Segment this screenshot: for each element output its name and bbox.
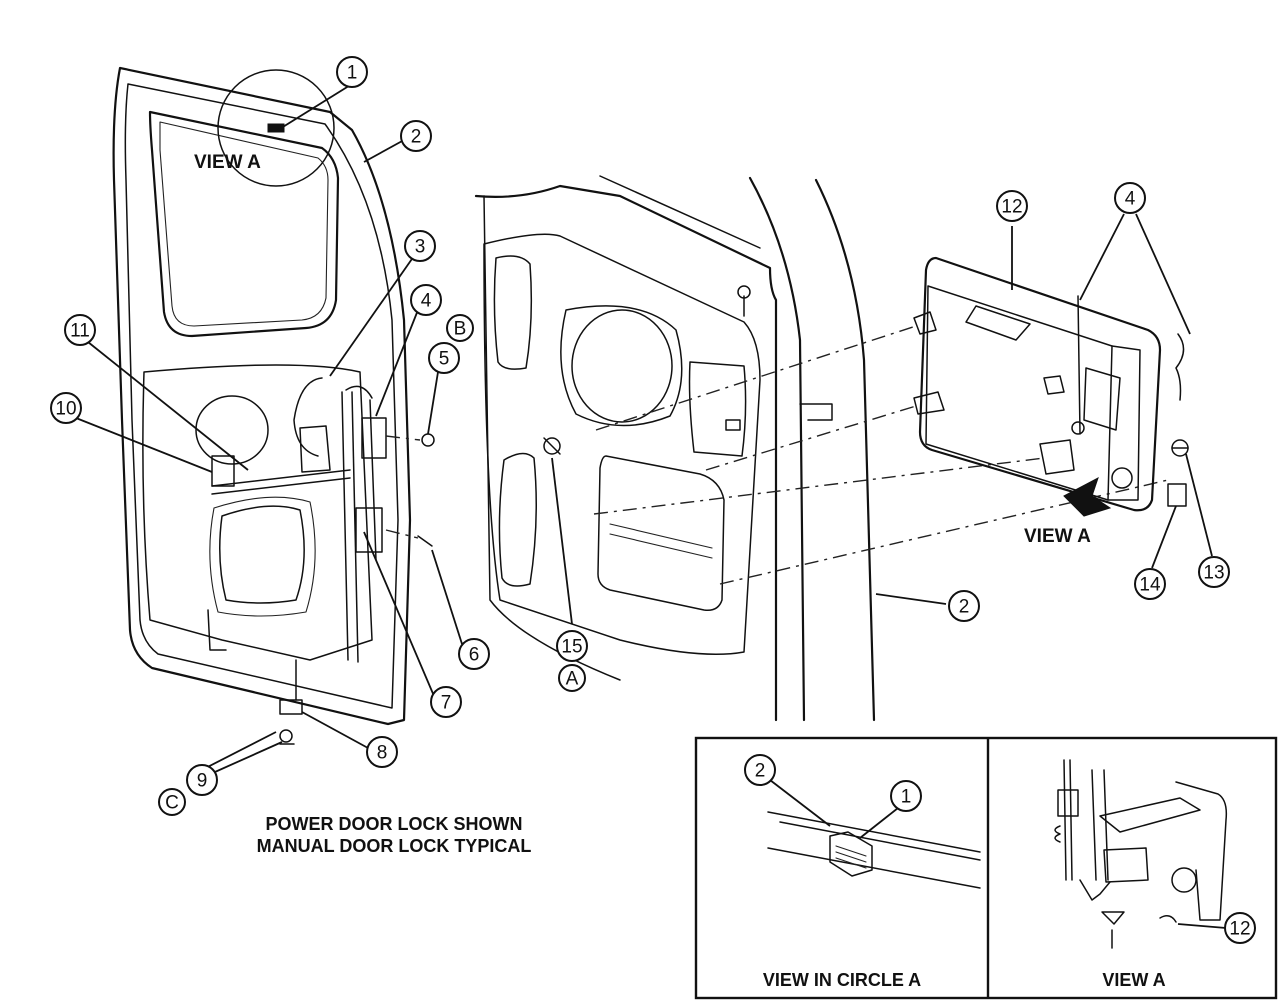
callout-15: 15 [556,630,588,662]
svg-text:8: 8 [377,743,388,764]
svg-text:15: 15 [561,637,582,658]
svg-text:1: 1 [347,63,358,84]
callout-13: 13 [1198,556,1230,588]
callout-4-right: 4 [1114,182,1146,214]
callout-6: 6 [458,638,490,670]
inset-left-title: VIEW IN CIRCLE A [763,970,921,990]
inset-callout-2: 2 [744,754,776,786]
svg-text:6: 6 [469,645,480,666]
callout-1: 1 [336,56,368,88]
callout-c: C [158,788,186,816]
svg-text:7: 7 [441,693,452,714]
svg-text:13: 13 [1203,563,1224,584]
svg-text:B: B [454,319,467,340]
inset-view-a: 12 VIEW A [1054,759,1256,990]
callout-7: 7 [430,686,462,718]
view-a-circle-label: VIEW A [194,152,261,173]
latch-assembly: VIEW A [913,256,1189,547]
inset-panels: 2 1 VIEW IN CIRCLE A 12 VIEW A [694,736,1278,1000]
callout-9: 9 [186,764,218,796]
callout-12: 12 [996,190,1028,222]
svg-text:2: 2 [411,127,422,148]
leader-lines [75,83,1213,777]
svg-text:4: 4 [1125,189,1136,210]
callout-2-left: 2 [400,120,432,152]
inset-view-in-circle-a: 2 1 VIEW IN CIRCLE A [744,754,981,990]
callout-2-middle: 2 [948,590,980,622]
svg-text:4: 4 [421,291,432,312]
view-a-arrow-label: VIEW A [1024,526,1091,547]
callout-10: 10 [50,392,82,424]
svg-text:2: 2 [959,597,970,618]
svg-text:5: 5 [439,349,450,370]
inset-callout-12: 12 [1224,912,1256,944]
svg-text:3: 3 [415,237,426,258]
callout-a: A [558,664,586,692]
svg-text:1: 1 [901,787,912,808]
svg-text:12: 12 [1229,919,1250,940]
callout-14: 14 [1134,568,1166,600]
svg-text:14: 14 [1139,575,1161,596]
caption-line-1: POWER DOOR LOCK SHOWN [266,814,523,834]
svg-text:9: 9 [197,771,208,792]
callout-5: 5 [428,342,460,374]
callout-4-left: 4 [410,284,442,316]
svg-text:12: 12 [1001,197,1022,218]
svg-text:A: A [566,669,579,690]
inset-right-title: VIEW A [1102,970,1165,990]
callout-b: B [446,314,474,342]
callout-8: 8 [366,736,398,768]
door-frame-assembly [474,175,1169,722]
callout-3: 3 [404,230,436,262]
inset-callout-1: 1 [890,780,922,812]
svg-text:C: C [165,793,179,814]
caption-line-2: MANUAL DOOR LOCK TYPICAL [257,836,532,856]
svg-text:2: 2 [755,761,766,782]
svg-text:10: 10 [55,399,76,420]
rear-door-assembly: VIEW A [112,66,435,745]
callout-11: 11 [64,314,96,346]
svg-text:11: 11 [70,321,90,342]
